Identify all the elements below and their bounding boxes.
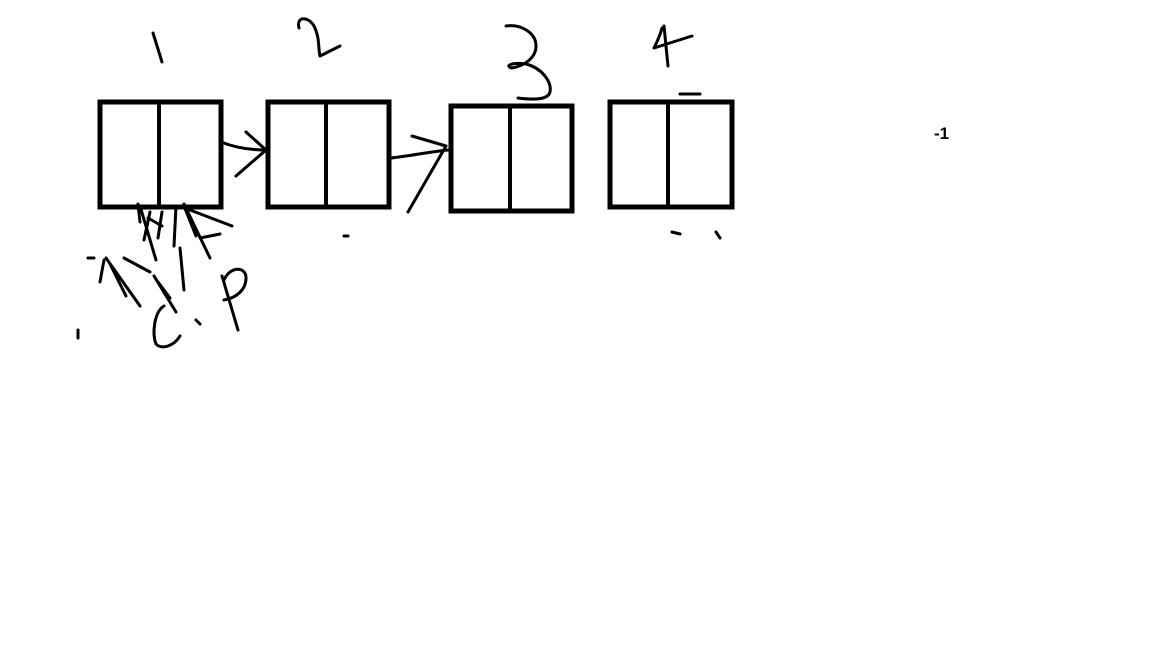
node-number-4 bbox=[652, 24, 702, 96]
node-box-4 bbox=[607, 99, 735, 210]
node-number-3 bbox=[504, 24, 552, 101]
pointer-scribbles bbox=[98, 202, 234, 314]
node-box-1 bbox=[97, 99, 224, 210]
node-number-1 bbox=[151, 31, 164, 64]
node-number-2 bbox=[297, 17, 342, 58]
letter-p-scribble bbox=[220, 267, 248, 332]
side-label: -1 bbox=[934, 124, 949, 143]
stray-marks bbox=[76, 230, 722, 340]
letter-c-scribble bbox=[152, 304, 182, 349]
arrow-2-to-3 bbox=[389, 134, 450, 214]
node-box-2 bbox=[265, 99, 392, 210]
node-box-3 bbox=[448, 103, 575, 214]
arrow-1-to-2 bbox=[219, 130, 268, 178]
